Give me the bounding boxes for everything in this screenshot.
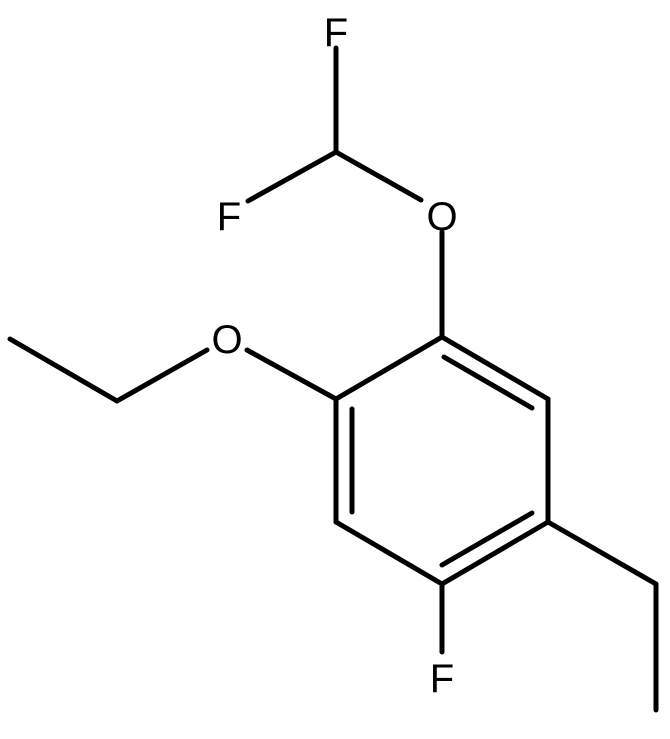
bond-c-f-left — [245, 149, 339, 204]
atom-f-bottom: F — [430, 657, 454, 701]
ring-bond-3-inner — [439, 510, 535, 568]
atom-f-left: F — [217, 195, 241, 239]
atom-o-upper: O — [426, 195, 457, 239]
atom-o-ethoxy: O — [211, 318, 242, 362]
atom-labels: F F O O F — [211, 11, 457, 701]
bond-ring-ch2 — [545, 519, 659, 587]
atom-f-top: F — [324, 11, 348, 55]
ring-bond-3 — [439, 519, 551, 587]
bond-ch2-ch3 — [7, 336, 120, 404]
bond-c-o-upper — [333, 149, 424, 203]
ring-bond-1 — [439, 334, 551, 402]
bonds — [7, 45, 659, 713]
bond-ring-o-ethoxy — [244, 347, 339, 402]
ring-bond-6 — [333, 334, 445, 402]
ring-bond-1-inner — [441, 354, 535, 411]
ring-bond-4 — [333, 519, 445, 587]
bond-o-ch2 — [114, 347, 210, 404]
